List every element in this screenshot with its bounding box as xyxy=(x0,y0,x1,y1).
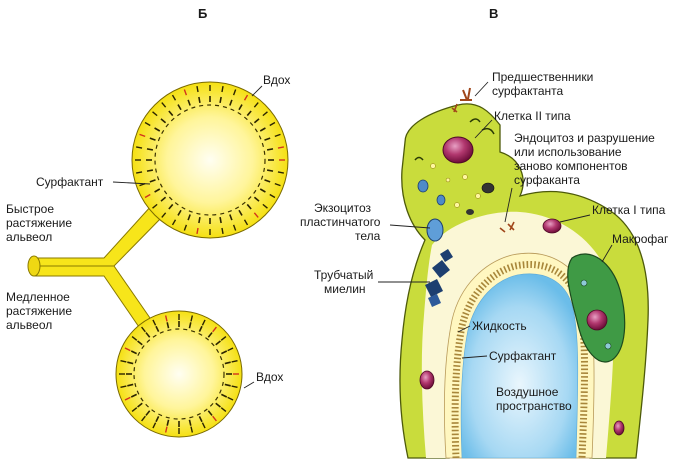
cell-nucleus-left xyxy=(420,371,434,389)
label-liquid: Жидкость xyxy=(472,319,527,333)
label-surfactant-v: Сурфактант xyxy=(489,349,557,363)
label-fast-1: Быстрое xyxy=(6,202,54,216)
surfactant-mark xyxy=(220,97,221,103)
label-tubular-2: миелин xyxy=(324,282,366,296)
surfactant-mark xyxy=(267,170,273,171)
panel-b: Б Вдох Сурфактант Быстрое растяжение аль… xyxy=(6,6,290,437)
label-inhale-top: Вдох xyxy=(263,73,290,87)
label-exo-2: пластинчатого xyxy=(300,215,381,229)
label-surfactant-b: Сурфактант xyxy=(36,175,104,189)
surfactant-mark xyxy=(147,149,153,150)
label-type2: Клетка II типа xyxy=(494,109,571,123)
leader-inhale-top xyxy=(252,86,262,96)
surfactant-mark xyxy=(267,149,273,150)
surfactant-mark xyxy=(147,170,153,171)
label-endo-1: Эндоцитоз и разрушение xyxy=(514,131,655,145)
alveolus-small xyxy=(116,311,242,437)
surfactant-mark xyxy=(199,97,200,103)
label-precursors-2: сурфактанта xyxy=(492,84,563,98)
label-type1: Клетка I типа xyxy=(592,203,666,217)
label-endo-4: сурфаканта xyxy=(514,173,580,187)
type2-nucleus xyxy=(443,137,473,163)
label-air-2: пространство xyxy=(496,399,572,413)
cell-nucleus-right xyxy=(614,421,624,435)
alveolus-large xyxy=(132,82,288,238)
label-exo-3: тела xyxy=(355,229,381,243)
label-precursors-1: Предшественники xyxy=(492,70,593,84)
label-macrophage: Макрофаг xyxy=(612,232,669,246)
surfactant-mark xyxy=(199,217,200,223)
panel-v-letter: В xyxy=(489,6,498,21)
panel-b-letter: Б xyxy=(198,6,207,21)
leader-precursors xyxy=(475,82,488,96)
label-endo-2: или использование xyxy=(514,145,622,159)
type1-nucleus xyxy=(543,219,561,233)
label-exo-1: Экзоцитоз xyxy=(314,201,372,215)
label-tubular-1: Трубчатый xyxy=(314,268,373,282)
label-air-1: Воздушное xyxy=(496,385,559,399)
label-fast-3: альвеол xyxy=(6,230,52,244)
label-fast-2: растяжение xyxy=(6,216,72,230)
surfactant-mark xyxy=(220,217,221,223)
macrophage-nucleus xyxy=(587,310,607,330)
label-inhale-bottom: Вдох xyxy=(256,370,283,384)
label-slow-3: альвеол xyxy=(6,318,52,332)
airway-opening xyxy=(28,256,40,276)
label-endo-3: заново компонентов xyxy=(514,159,628,173)
panel-v: В xyxy=(300,6,669,458)
label-slow-2: растяжение xyxy=(6,304,72,318)
label-slow-1: Медленное xyxy=(6,290,70,304)
leader-inhale-bottom xyxy=(244,382,254,388)
